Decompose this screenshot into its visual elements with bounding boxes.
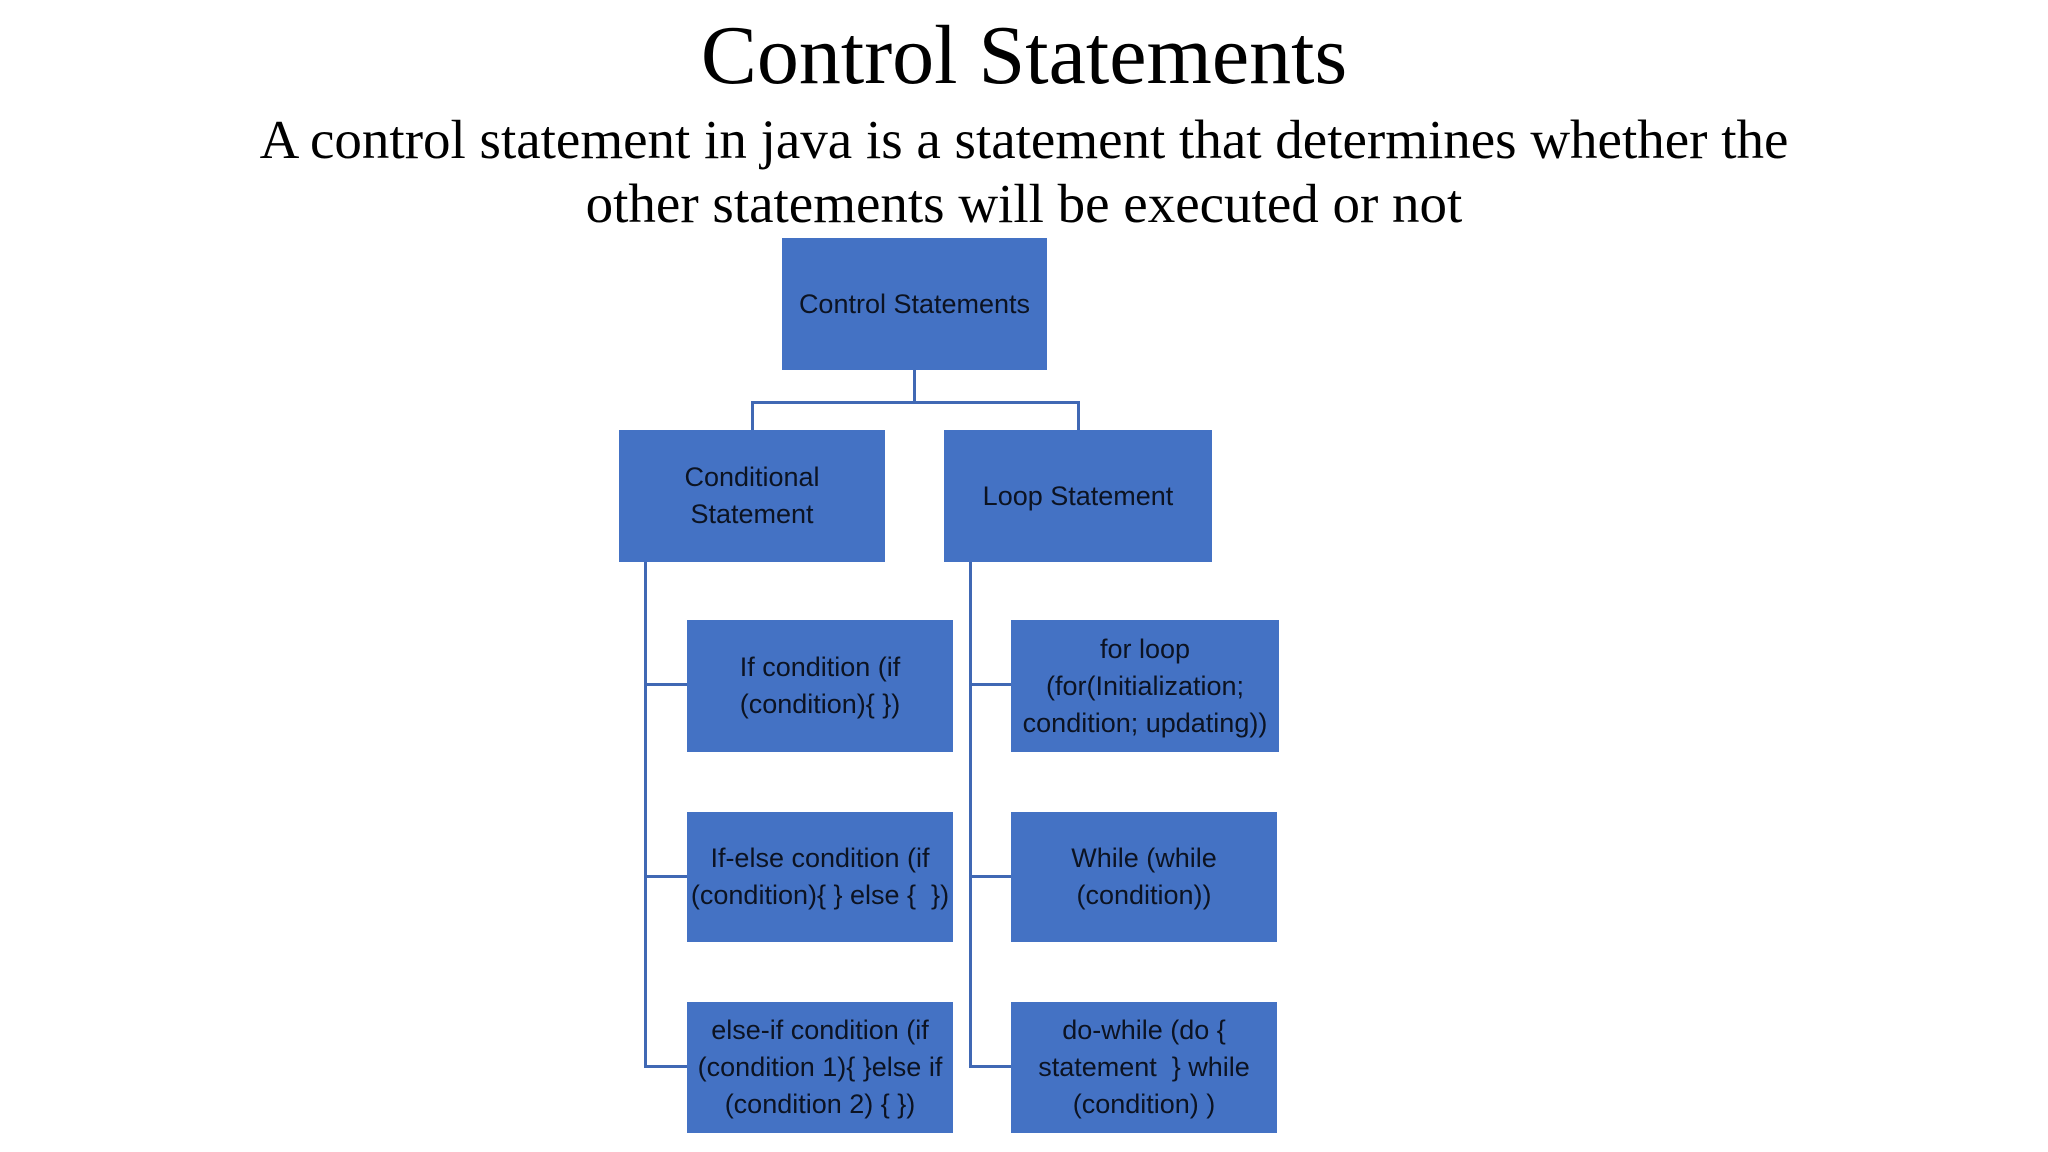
node-else-if-condition: else-if condition (if (condition 1){ }el… — [687, 1002, 953, 1133]
node-loop-statement-label: Loop Statement — [982, 480, 1174, 511]
node-else-if-condition-label: else-if condition (if (condition 1){ }el… — [697, 1015, 943, 1119]
node-while-loop: While (while (condition)) — [1011, 812, 1277, 942]
node-conditional-statement: Conditional Statement — [619, 430, 885, 562]
connector-elbow-if-else — [644, 875, 687, 878]
node-if-condition: If condition (if (condition){ }) — [687, 620, 953, 752]
connector-root-horizontal — [751, 401, 1080, 404]
connector-loop-rail — [969, 562, 972, 1068]
node-loop-statement: Loop Statement — [944, 430, 1212, 562]
connector-elbow-do-while — [969, 1065, 1011, 1068]
connector-conditional-rail — [644, 562, 647, 1068]
connector-root-stem — [913, 370, 916, 403]
node-control-statements: Control Statements — [782, 238, 1047, 370]
page-title: Control Statements — [700, 9, 1348, 102]
slide-subtitle: A control statement in java is a stateme… — [259, 109, 1789, 234]
node-if-else-condition: If-else condition (if (condition){ } els… — [687, 812, 953, 942]
node-for-loop: for loop (for(Initialization; condition;… — [1011, 620, 1279, 752]
connector-loop-drop — [1077, 401, 1080, 430]
node-while-loop-label: While (while (condition)) — [1071, 843, 1217, 910]
node-do-while-loop: do-while (do { statement } while (condit… — [1011, 1002, 1277, 1133]
connector-elbow-else-if — [644, 1065, 687, 1068]
node-if-condition-label: If condition (if (condition){ }) — [739, 652, 901, 719]
node-conditional-statement-label: Conditional Statement — [684, 462, 820, 529]
connector-elbow-while — [969, 875, 1011, 878]
connector-elbow-for — [969, 683, 1011, 686]
node-for-loop-label: for loop (for(Initialization; condition;… — [1022, 633, 1268, 738]
node-if-else-condition-label: If-else condition (if (condition){ } els… — [690, 843, 950, 910]
connector-conditional-drop — [751, 401, 754, 430]
node-do-while-loop-label: do-while (do { statement } while (condit… — [1038, 1015, 1250, 1119]
node-control-statements-label: Control Statements — [798, 288, 1031, 319]
connector-elbow-if — [644, 683, 687, 686]
